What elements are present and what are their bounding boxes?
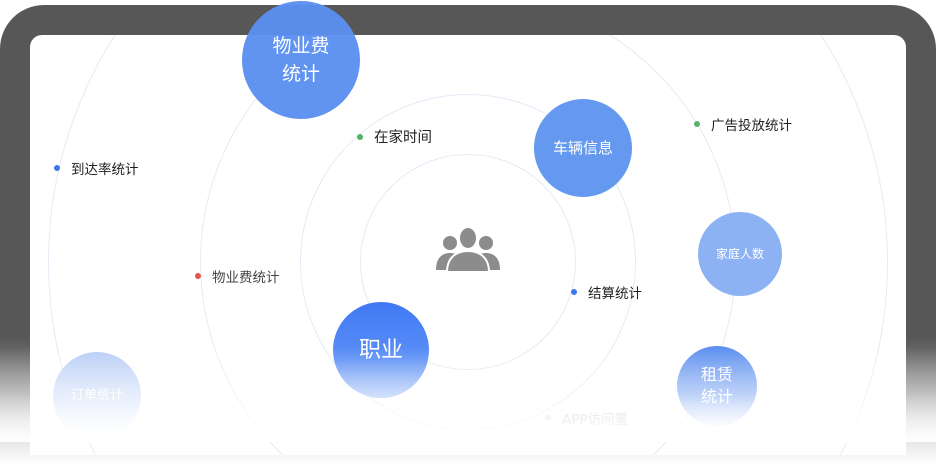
bubble-order-stats[interactable]: 订单统计 bbox=[53, 352, 141, 440]
label-ad-placement-stats[interactable]: 广告投放统计 bbox=[694, 114, 792, 134]
status-dot-icon bbox=[694, 121, 700, 127]
users-group-icon bbox=[436, 226, 500, 272]
bubble-occupation[interactable]: 职业 bbox=[333, 302, 429, 398]
label-text: 在家时间 bbox=[374, 130, 432, 146]
label-property-fee-stats[interactable]: 物业费统计 bbox=[195, 266, 280, 286]
label-arrival-rate-stats[interactable]: 到达率统计 bbox=[54, 158, 139, 178]
label-app-visits[interactable]: APP访问量 bbox=[545, 408, 628, 428]
status-dot-icon bbox=[571, 289, 577, 295]
bubble-rental-stats[interactable]: 租赁 统计 bbox=[677, 346, 757, 426]
label-text: 结算统计 bbox=[588, 286, 642, 302]
bubble-vehicle-info[interactable]: 车辆信息 bbox=[534, 99, 632, 197]
status-dot-icon bbox=[195, 273, 201, 279]
orbit-ring-4 bbox=[48, 35, 888, 455]
label-text: 广告投放统计 bbox=[711, 118, 792, 134]
bubble-household-size[interactable]: 家庭人数 bbox=[698, 212, 782, 296]
label-text: 到达率统计 bbox=[71, 162, 139, 178]
status-dot-icon bbox=[357, 133, 363, 140]
label-time-at-home[interactable]: 在家时间 bbox=[357, 126, 432, 147]
label-text: 物业费统计 bbox=[212, 270, 280, 286]
label-settlement-stats[interactable]: 结算统计 bbox=[571, 282, 642, 302]
status-dot-icon bbox=[545, 415, 551, 421]
label-text: APP访问量 bbox=[562, 412, 629, 428]
status-dot-icon bbox=[54, 165, 60, 171]
bubble-property-fee-stats[interactable]: 物业费 统计 bbox=[242, 1, 360, 119]
